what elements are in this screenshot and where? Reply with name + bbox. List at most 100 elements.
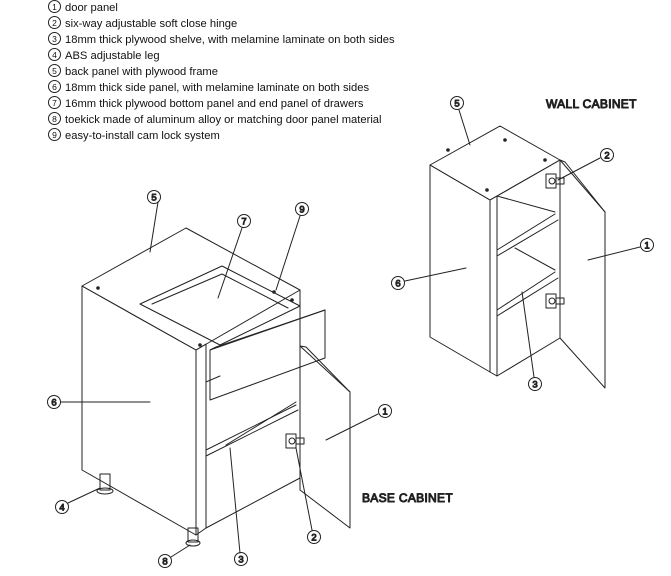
adjustable-leg	[187, 527, 199, 543]
callout-circle	[55, 500, 69, 514]
callout-circle	[391, 276, 405, 290]
callout-number: 6	[51, 398, 56, 409]
adjustable-leg	[99, 473, 111, 491]
wall-cabinet-door	[559, 159, 606, 389]
hinge-arm	[555, 297, 565, 305]
callout-number: 7	[241, 217, 246, 228]
drawer-slide	[205, 375, 221, 383]
wall-hinge-upper	[545, 173, 565, 189]
callout-number: 4	[59, 503, 64, 514]
cam-lock	[485, 188, 489, 192]
hinge-arm	[295, 437, 305, 445]
leader	[557, 157, 601, 181]
wall-shelf-1	[496, 213, 556, 251]
callout-circle	[450, 96, 464, 110]
base-cabinet-bottom	[205, 477, 301, 529]
callout-number: 1	[644, 241, 649, 252]
hinge-arm	[555, 177, 565, 185]
wall-shelf-2	[496, 271, 556, 311]
callout-circle	[47, 395, 61, 409]
callout-wall-1: 1	[587, 238, 654, 261]
callout-number: 2	[604, 151, 609, 162]
callout-wall-2: 2	[557, 148, 614, 181]
leader	[67, 487, 101, 504]
leader	[229, 447, 241, 554]
callout-circle	[528, 377, 542, 391]
callout-circle	[640, 238, 654, 252]
callout-base-6: 6	[47, 395, 151, 409]
cam-lock	[96, 286, 100, 290]
wall-shelf-top-line	[496, 195, 556, 213]
callout-circle	[295, 202, 309, 216]
cam-lock	[446, 148, 450, 152]
callout-number: 6	[395, 279, 400, 290]
callout-circle	[237, 214, 251, 228]
callout-circle	[158, 554, 172, 568]
callout-number: 3	[238, 555, 243, 566]
callout-number: 3	[532, 380, 537, 391]
callout-circle	[307, 530, 321, 544]
callout-circle	[147, 190, 161, 204]
cam-lock	[198, 343, 202, 347]
leader	[217, 227, 243, 299]
leader	[587, 246, 641, 261]
base-shelf-b	[205, 409, 299, 457]
base-cabinet-side-panel	[81, 285, 197, 536]
callout-wall-3: 3	[521, 291, 542, 391]
wall-cam-locks	[446, 138, 547, 192]
callouts: 5 7 9 6 1 4 8	[47, 96, 654, 568]
hinge-cup	[288, 437, 296, 445]
callout-number: 8	[162, 557, 167, 568]
callout-base-2: 2	[295, 447, 321, 544]
callout-wall-5: 5	[450, 96, 471, 146]
leader	[325, 413, 379, 441]
base-cabinet-label: BASE CABINET	[362, 491, 453, 505]
drawer-box	[139, 265, 301, 346]
callout-base-7: 7	[217, 214, 251, 299]
leader	[149, 201, 159, 253]
wall-cabinet-drawing: WALL CABINET	[429, 97, 637, 389]
callout-base-3: 3	[229, 447, 248, 566]
callout-number: 1	[382, 407, 387, 418]
wall-cabinet-front-edge	[489, 195, 498, 377]
leader	[521, 291, 535, 378]
base-hinge	[285, 433, 305, 449]
callout-number: 9	[299, 205, 304, 216]
cam-lock	[272, 290, 276, 294]
drawer-front	[209, 309, 326, 401]
callout-wall-6: 6	[391, 267, 467, 290]
base-cabinet-front-edge	[195, 343, 207, 536]
leader	[295, 447, 313, 531]
callout-number: 5	[151, 193, 156, 204]
wall-cabinet-side-panel	[429, 164, 491, 373]
leader	[404, 267, 467, 282]
leg-foot	[185, 539, 201, 547]
callout-base-1: 1	[325, 404, 392, 441]
callout-circle	[600, 148, 614, 162]
base-cam-locks	[96, 286, 294, 347]
leader	[170, 544, 191, 558]
drawer-inner	[151, 273, 289, 309]
cam-lock	[543, 158, 547, 162]
callout-number: 2	[311, 533, 316, 544]
hinge-cup	[548, 177, 556, 185]
leg-foot	[96, 487, 114, 495]
leader	[458, 109, 471, 146]
wall-hinge-lower	[545, 293, 565, 309]
wall-cabinet-top	[429, 125, 561, 201]
leader	[275, 215, 301, 291]
callout-circle	[378, 404, 392, 418]
callout-base-4: 4	[55, 487, 101, 514]
callout-base-8: 8	[158, 544, 191, 568]
cam-lock	[503, 138, 507, 142]
wall-shelf-2c	[514, 247, 556, 271]
